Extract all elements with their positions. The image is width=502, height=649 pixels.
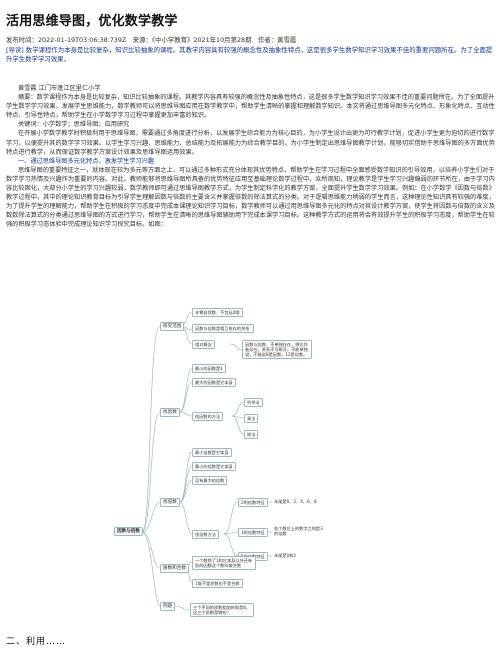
section-heading-1: 一、通过思维导图多元化特点，激发学生学习兴趣 <box>18 157 155 165</box>
node-relative-concept: 相对概念 <box>192 340 215 349</box>
branch-find-factors: 找因数 <box>160 408 180 417</box>
article-title: 活用思维导图，优化数学教学 <box>6 14 178 29</box>
branch-find-multiples: 找倍数 <box>160 498 180 507</box>
node-nonzero: 非零自然数、不包括0哦 <box>192 308 243 317</box>
node-one-neither: 1既不是质数也不是合数 <box>192 579 243 588</box>
note-rule-5: 末尾是0和5 <box>274 553 297 558</box>
node-factor-methods: 找因数的方法 <box>192 412 224 421</box>
article-meta: 发布时间：2022-01-19T03:06:38.739Z 来源：《中小学教育》… <box>6 36 297 44</box>
node-rule-3: 3的倍数特征 <box>238 528 268 537</box>
node-min-factor: 最小的因数是1 <box>192 364 226 373</box>
note-rule-3: 各个数位上的数字之和是3的倍数 <box>274 526 323 536</box>
article-body: 黄雪霞 江门市蓬江区里仁小学 摘要：数学课程作为本身是比较复杂，知识比较抽象的课… <box>6 84 496 230</box>
node-no-max-multiple: 没有最大的倍数 <box>192 476 228 485</box>
node-divide: 除法 <box>244 430 259 439</box>
branch-examples: 例题 <box>160 602 176 611</box>
branch-prime-composite: 质数和合数 <box>160 564 189 573</box>
keywords: 关键词：小学数学；思维导图；应用研究 <box>18 121 130 129</box>
mind-map-root: 因数与倍数 <box>114 527 143 536</box>
author-line: 黄雪霞 江门市蓬江区里仁小学 <box>18 85 101 92</box>
node-max-factor: 最大的因数是它本身 <box>192 378 236 387</box>
node-composite-def: 一个数除了1和它本身以外还有别的因数这个数叫做合数 <box>192 556 256 570</box>
section-heading-2: 二、利用…… <box>6 637 67 647</box>
node-min-multiple-a: 最小倍数是它本身 <box>192 448 232 457</box>
mind-map-figure: 因数与倍数 研究范围 非零自然数、不包括0哦 因数与倍数是相互依存的关系 相对概… <box>112 306 380 624</box>
branch-research-scope: 研究范围 <box>160 322 185 331</box>
node-min-multiple-b: 最小的倍数是它本身 <box>192 462 236 471</box>
article-guide: [导读] 数学课程作为本身是比较复杂，知识比较抽象的课程。其教学内容具有较强的概… <box>6 46 493 64</box>
abstract: 摘要：数学课程作为本身是比较复杂，知识比较抽象的课程。其教学内容具有较强的概念性… <box>6 94 495 120</box>
node-scope-note: 因数与倍数、不单独存在，哪位作者存在，关系不可断开，不能单独说，不能说8是因数，… <box>242 340 312 359</box>
node-multiple-methods: 找倍数方法 <box>192 530 219 539</box>
node-list-method: 列举法 <box>244 398 263 407</box>
node-example-question: 三个不同的质数相加的和是8，这三个质数是哪些？ <box>190 603 254 617</box>
node-multiply: 乘法 <box>244 414 259 423</box>
node-interdependent: 因数与倍数是相互依存的关系 <box>192 324 254 333</box>
node-rule-2: 2的倍数特征 <box>238 498 268 507</box>
paragraph-1: 在开展小学数学教学时积极利用于思维导图，需要通过多角度进行分析，以发展学生综合能… <box>6 130 495 156</box>
paragraph-2: 思维导图的重要特征之一，就体现在较为多元等方面之上，可以通过多种形式充分体现其优… <box>6 166 495 229</box>
note-rule-2: 末尾是0、2、4、6、8 <box>274 499 317 504</box>
